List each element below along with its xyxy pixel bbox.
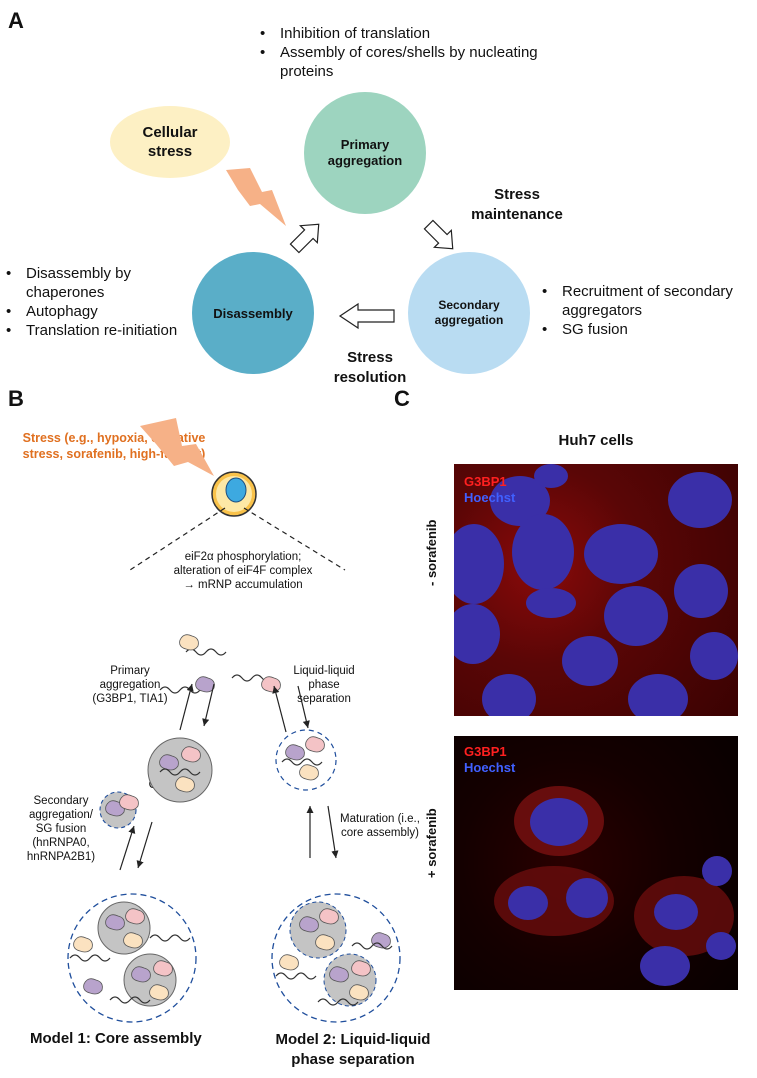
panel-b-schematic	[67, 418, 401, 1023]
cell-icon	[211, 471, 257, 517]
primary-aggregation-circle: Primary aggregation	[304, 92, 426, 214]
primary-aggregation-label: Primary aggregation	[327, 137, 403, 168]
huh7-title: Huh7 cells	[558, 432, 634, 449]
primary-aggregation-b-label: Primary aggregation (G3BP1, TIA1)	[92, 665, 168, 705]
model-1-label: Model 1: Core assembly	[30, 1030, 202, 1047]
stress-granule-model-1	[67, 893, 197, 1023]
micrograph-minus-sorafenib: G3BP1 Hoechst	[454, 464, 738, 716]
eif-line-3: → mRNP accumulation	[183, 579, 303, 591]
stress-maintenance-label: Stress maintenance	[471, 186, 563, 223]
left-bullet-1: Disassembly by chaperones	[0, 264, 180, 302]
plus-sorafenib-label: + sorafenib	[424, 808, 439, 878]
g3bp1-label-bottom: G3BP1	[464, 744, 507, 759]
secondary-aggregation-b-label: Secondary aggregation/ SG fusion (hnRNPA…	[26, 795, 96, 863]
eif-line-1: eiF2α phosphorylation;	[184, 551, 302, 563]
left-arrow-icon	[338, 302, 395, 330]
left-bullets: Disassembly by chaperones Autophagy Tran…	[0, 264, 180, 340]
up-right-arrow-icon	[289, 223, 320, 254]
llps-label: Liquid-liquid phase separation	[293, 665, 355, 705]
maturation-label: Maturation (i.e., core assembly)	[340, 813, 420, 839]
llps-droplet	[275, 729, 337, 791]
micrograph-plus-sorafenib: G3BP1 Hoechst	[454, 736, 738, 990]
panel-a-arrows	[226, 168, 454, 330]
eif-line-2: alteration of eiF4F complex	[173, 565, 313, 577]
hoechst-label-bottom: Hoechst	[464, 760, 516, 775]
panel-a-letter: A	[8, 8, 24, 33]
stress-resolution-label: Stress resolution	[333, 349, 407, 386]
stress-bolt-icon	[140, 418, 214, 476]
panel-c-letter: C	[394, 386, 410, 411]
lightning-bolt-icon	[226, 168, 286, 226]
panel-b-letter: B	[8, 386, 24, 411]
top-bullets: Inhibition of translation Assembly of co…	[254, 24, 544, 81]
secondary-aggregation-circle: Secondary aggregation	[408, 252, 530, 374]
minus-sorafenib-label: - sorafenib	[424, 519, 439, 586]
mrnp-group	[159, 634, 281, 694]
right-bullet-2: SG fusion	[536, 320, 756, 339]
top-bullet-2: Assembly of cores/shells by nucleating p…	[254, 43, 544, 81]
disassembly-label: Disassembly	[213, 305, 293, 321]
g3bp1-label-top: G3BP1	[464, 474, 507, 489]
cellular-stress-ellipse: Cellular stress	[110, 106, 230, 178]
model-2-label: Model 2: Liquid-liquid phase separation	[275, 1031, 431, 1068]
core-particle	[147, 737, 213, 803]
secondary-aggregation-label: Secondary aggregation	[434, 298, 504, 327]
small-core	[99, 791, 139, 829]
down-right-arrow-icon	[423, 219, 454, 250]
disassembly-circle: Disassembly	[192, 252, 314, 374]
hoechst-label-top: Hoechst	[464, 490, 516, 505]
eif-text: eiF2α phosphorylation; alteration of eiF…	[108, 550, 378, 592]
stress-granule-model-2	[271, 893, 401, 1023]
right-bullets: Recruitment of secondary aggregators SG …	[536, 282, 756, 339]
left-bullet-2: Autophagy	[0, 302, 180, 321]
right-bullet-1: Recruitment of secondary aggregators	[536, 282, 756, 320]
top-bullet-1: Inhibition of translation	[254, 24, 544, 43]
left-bullet-3: Translation re-initiation	[0, 321, 180, 340]
cellular-stress-label: Cellular stress	[142, 124, 198, 160]
